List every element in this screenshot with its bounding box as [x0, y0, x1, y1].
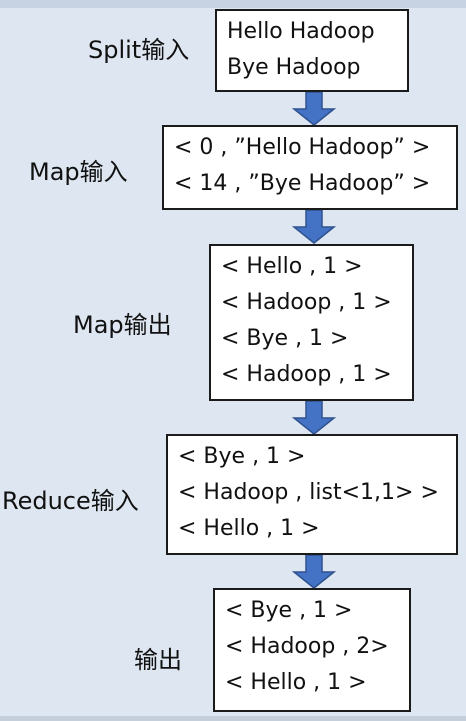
stage-label-map-output: Map输出: [73, 311, 172, 339]
box-line: < Hello , 1 >: [221, 254, 363, 279]
box-line: < Hadoop , list<1,1> >: [178, 480, 439, 505]
reduce-input-box: < Bye , 1 > < Hadoop , list<1,1> > < Hel…: [166, 434, 458, 555]
box-line: < Hello , 1 >: [225, 670, 367, 695]
box-line: < Hadoop , 2>: [225, 634, 389, 659]
box-line: < Bye , 1 >: [178, 444, 306, 469]
map-output-box: < Hello , 1 > < Hadoop , 1 > < Bye , 1 >…: [209, 244, 414, 401]
box-line: < Hadoop , 1 >: [221, 362, 392, 387]
map-input-box: < 0 , ”Hello Hadoop” > < 14 , ”Bye Hadoo…: [162, 125, 458, 210]
bottom-band: [0, 716, 466, 721]
down-arrow-icon: [292, 210, 336, 244]
box-line: < Bye , 1 >: [221, 326, 349, 351]
box-line: < 0 , ”Hello Hadoop” >: [174, 135, 431, 160]
box-line: < 14 , ”Bye Hadoop” >: [174, 171, 431, 196]
split-input-box: Hello Hadoop Bye Hadoop: [215, 9, 409, 92]
box-line: Hello Hadoop: [227, 19, 375, 44]
down-arrow-icon: [292, 92, 336, 126]
box-line: Bye Hadoop: [227, 55, 361, 80]
output-box: < Bye , 1 > < Hadoop , 2> < Hello , 1 >: [213, 588, 411, 712]
box-line: < Bye , 1 >: [225, 598, 353, 623]
stage-label-split-input: Split输入: [88, 36, 190, 64]
stage-label-output: 输出: [134, 646, 182, 674]
stage-label-reduce-input: Reduce输入: [2, 487, 139, 515]
top-band: [0, 0, 466, 8]
box-line: < Hello , 1 >: [178, 516, 320, 541]
down-arrow-icon: [292, 401, 336, 435]
down-arrow-icon: [292, 555, 336, 589]
stage-label-map-input: Map输入: [29, 158, 128, 186]
box-line: < Hadoop , 1 >: [221, 290, 392, 315]
